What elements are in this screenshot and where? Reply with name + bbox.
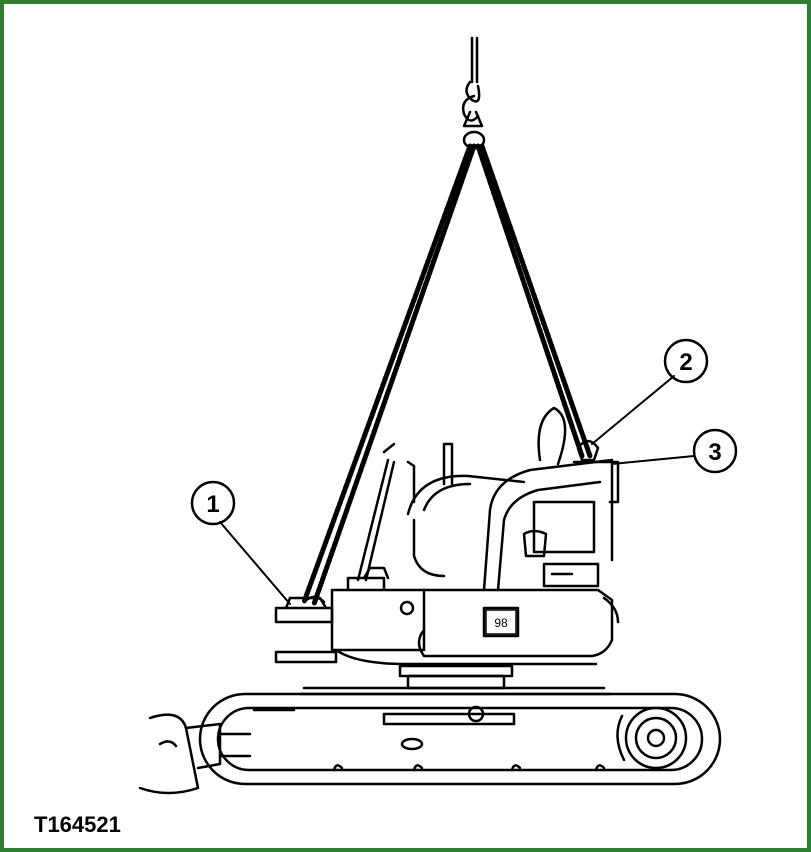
callout-1-label: 1 bbox=[206, 491, 219, 518]
callout-2-label: 2 bbox=[679, 349, 692, 376]
operator-canopy bbox=[406, 406, 614, 592]
lifting-chains bbox=[301, 143, 593, 607]
callout-3-label: 3 bbox=[708, 439, 721, 466]
figure-id-label: T164521 bbox=[34, 812, 121, 837]
excavator-lifting-diagram: 98 1 2 3 bbox=[138, 36, 738, 795]
upper-structure bbox=[274, 566, 620, 666]
crane-hook bbox=[461, 36, 486, 150]
callout-leaders bbox=[219, 375, 695, 605]
boom-cylinder bbox=[356, 442, 416, 582]
callout-3-circle bbox=[692, 428, 738, 474]
callout-2-circle bbox=[663, 338, 709, 384]
track-undercarriage bbox=[198, 692, 722, 786]
callout-1-circle bbox=[190, 480, 236, 526]
cab-number-plate: 98 bbox=[494, 616, 508, 630]
dozer-blade bbox=[138, 713, 252, 795]
swing-bearing bbox=[298, 664, 612, 696]
rear-lift-point bbox=[274, 595, 334, 624]
